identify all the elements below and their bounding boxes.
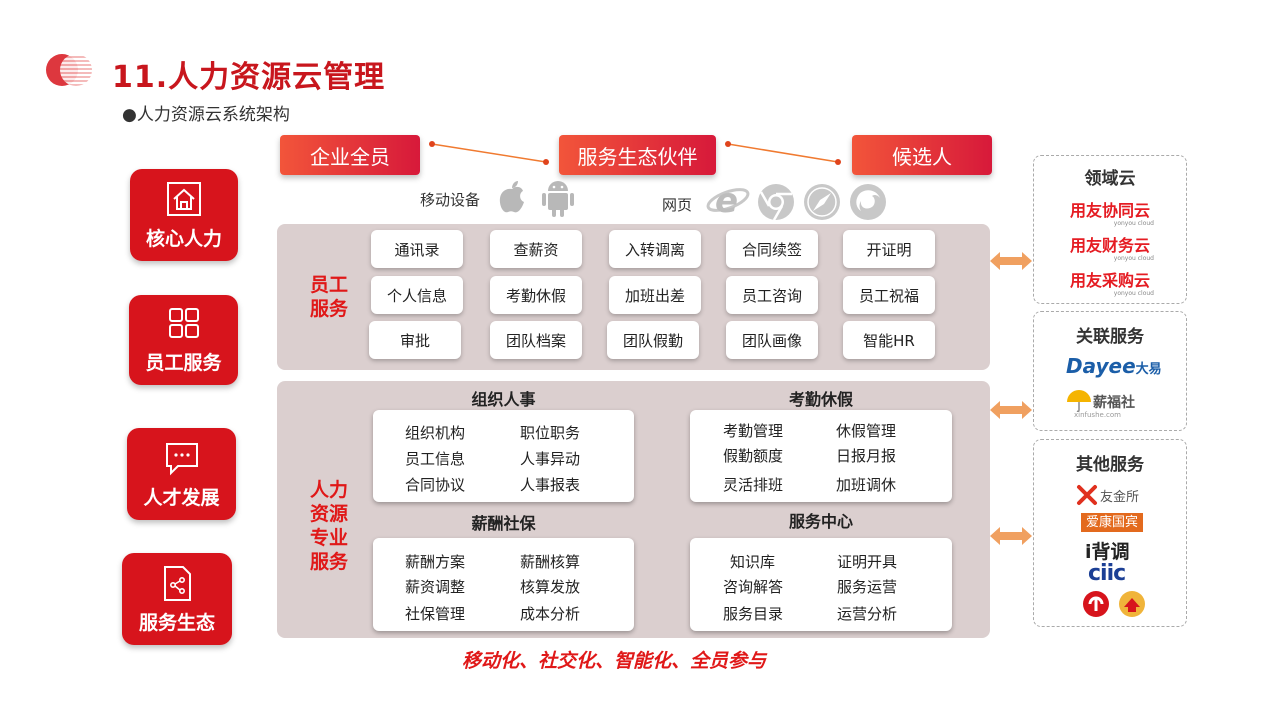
domain-cloud-title: 领域云	[1084, 169, 1136, 189]
module-item[interactable]: 证明开具	[837, 553, 898, 571]
nav-employee-service-button[interactable]: 员工服务	[129, 295, 238, 385]
service-item[interactable]: 入转调离	[609, 230, 701, 268]
employee-service-title: 员工 服务	[309, 274, 348, 320]
module-item[interactable]: 薪酬核算	[520, 553, 581, 571]
double-arrow-icon	[990, 401, 1032, 419]
youjinsuo-icon	[1077, 485, 1097, 505]
web-label: 网页	[662, 196, 693, 214]
dayee-logo[interactable]: Dayee大易	[1066, 354, 1162, 378]
service-item[interactable]: 团队画像	[726, 321, 818, 359]
home-icon	[166, 181, 202, 222]
module-item[interactable]: 假勤额度	[723, 447, 784, 465]
chrome-icon	[756, 182, 796, 226]
umbrella-icon	[1067, 390, 1091, 412]
svg-text:e: e	[715, 181, 738, 220]
module-item[interactable]: 休假管理	[836, 422, 897, 440]
module-item[interactable]: 社保管理	[405, 605, 466, 623]
module-item[interactable]: 服务目录	[723, 605, 784, 623]
service-item[interactable]: 审批	[369, 321, 461, 359]
module-item[interactable]: 组织机构	[405, 424, 466, 442]
service-item[interactable]: 智能HR	[843, 321, 935, 359]
other-services-title: 其他服务	[1076, 455, 1144, 475]
double-arrow-icon	[990, 527, 1032, 545]
service-item[interactable]: 个人信息	[371, 276, 463, 314]
housing-fund-icon[interactable]	[1118, 590, 1146, 618]
module-group-title: 服务中心	[788, 512, 853, 531]
mobile-device-label: 移动设备	[420, 191, 481, 209]
service-item[interactable]: 通讯录	[371, 230, 463, 268]
module-item[interactable]: 薪资调整	[405, 578, 466, 596]
nav-label: 核心人力	[145, 228, 222, 250]
service-item[interactable]: 团队假勤	[607, 321, 699, 359]
module-group-box	[690, 538, 952, 631]
service-item[interactable]: 员工咨询	[726, 276, 818, 314]
module-item[interactable]: 合同协议	[405, 476, 466, 494]
module-item[interactable]: 考勤管理	[723, 422, 784, 440]
android-icon	[539, 176, 577, 222]
module-item[interactable]: 服务运营	[837, 578, 898, 596]
chat-icon	[164, 440, 200, 481]
module-item[interactable]: 咨询解答	[723, 578, 784, 596]
nav-talent-dev-button[interactable]: 人才发展	[127, 428, 236, 520]
role-connectors	[429, 141, 841, 165]
nav-core-hr-button[interactable]: 核心人力	[130, 169, 238, 261]
ciic-logo[interactable]: ciic	[1088, 561, 1126, 586]
role-all-staff[interactable]: 企业全员	[280, 135, 420, 175]
apple-icon	[496, 179, 528, 221]
double-arrow-icon	[990, 252, 1032, 270]
module-item[interactable]: 人事异动	[520, 450, 581, 468]
role-eco-partner[interactable]: 服务生态伙伴	[559, 135, 716, 175]
service-item[interactable]: 加班出差	[609, 276, 701, 314]
share-document-icon	[161, 565, 193, 608]
module-item[interactable]: 薪酬方案	[405, 553, 466, 571]
module-item[interactable]: 灵活排班	[723, 476, 784, 494]
nav-service-eco-button[interactable]: 服务生态	[122, 553, 232, 645]
grid-icon	[168, 307, 200, 344]
nav-label: 服务生态	[138, 612, 215, 634]
nav-label: 员工服务	[145, 352, 222, 374]
module-group-box	[690, 410, 952, 502]
module-group-title: 考勤休假	[788, 390, 853, 409]
service-item[interactable]: 开证明	[843, 230, 935, 268]
service-item[interactable]: 查薪资	[490, 230, 582, 268]
module-group-box	[373, 538, 634, 631]
module-group-box	[373, 410, 634, 502]
firefox-icon	[848, 182, 888, 226]
module-item[interactable]: 加班调休	[836, 476, 897, 494]
slogan: 移动化、社交化、智能化、全员参与	[462, 650, 767, 672]
safari-icon	[802, 182, 842, 226]
ie-icon: e	[706, 180, 750, 224]
other-services-box: 其他服务 友金所 爱康国宾 i背调 ciic	[1033, 439, 1187, 627]
module-item[interactable]: 员工信息	[405, 450, 466, 468]
module-item[interactable]: 成本分析	[520, 605, 581, 623]
page-title: 11.人力资源云管理	[112, 60, 386, 95]
module-item[interactable]: 日报月报	[836, 447, 897, 465]
service-item[interactable]: 考勤休假	[490, 276, 582, 314]
ibeidiao-logo[interactable]: i背调	[1085, 541, 1130, 563]
service-item[interactable]: 团队档案	[490, 321, 582, 359]
module-group-title: 薪酬社保	[471, 514, 536, 533]
module-item[interactable]: 职位职务	[520, 424, 581, 442]
xinfushe-logo[interactable]: 薪福社 xinfushe.com	[1066, 388, 1152, 420]
module-item[interactable]: 知识库	[730, 553, 776, 571]
aikang-logo[interactable]: 爱康国宾	[1081, 513, 1143, 532]
social-security-icon[interactable]	[1081, 590, 1111, 618]
related-services-box: 关联服务 Dayee大易 薪福社 xinfushe.com	[1033, 311, 1187, 431]
service-item[interactable]: 合同续签	[726, 230, 818, 268]
related-services-title: 关联服务	[1076, 327, 1144, 347]
module-item[interactable]: 运营分析	[837, 605, 898, 623]
module-item[interactable]: 人事报表	[520, 476, 581, 494]
nav-label: 人才发展	[143, 487, 220, 509]
service-item[interactable]: 员工祝福	[843, 276, 935, 314]
page-subtitle: ●人力资源云系统架构	[122, 105, 290, 125]
module-item[interactable]: 核算发放	[520, 578, 581, 596]
module-group-title: 组织人事	[471, 390, 536, 409]
hr-professional-title: 人力 资源 专业 服务	[309, 479, 348, 573]
role-candidate[interactable]: 候选人	[852, 135, 992, 175]
